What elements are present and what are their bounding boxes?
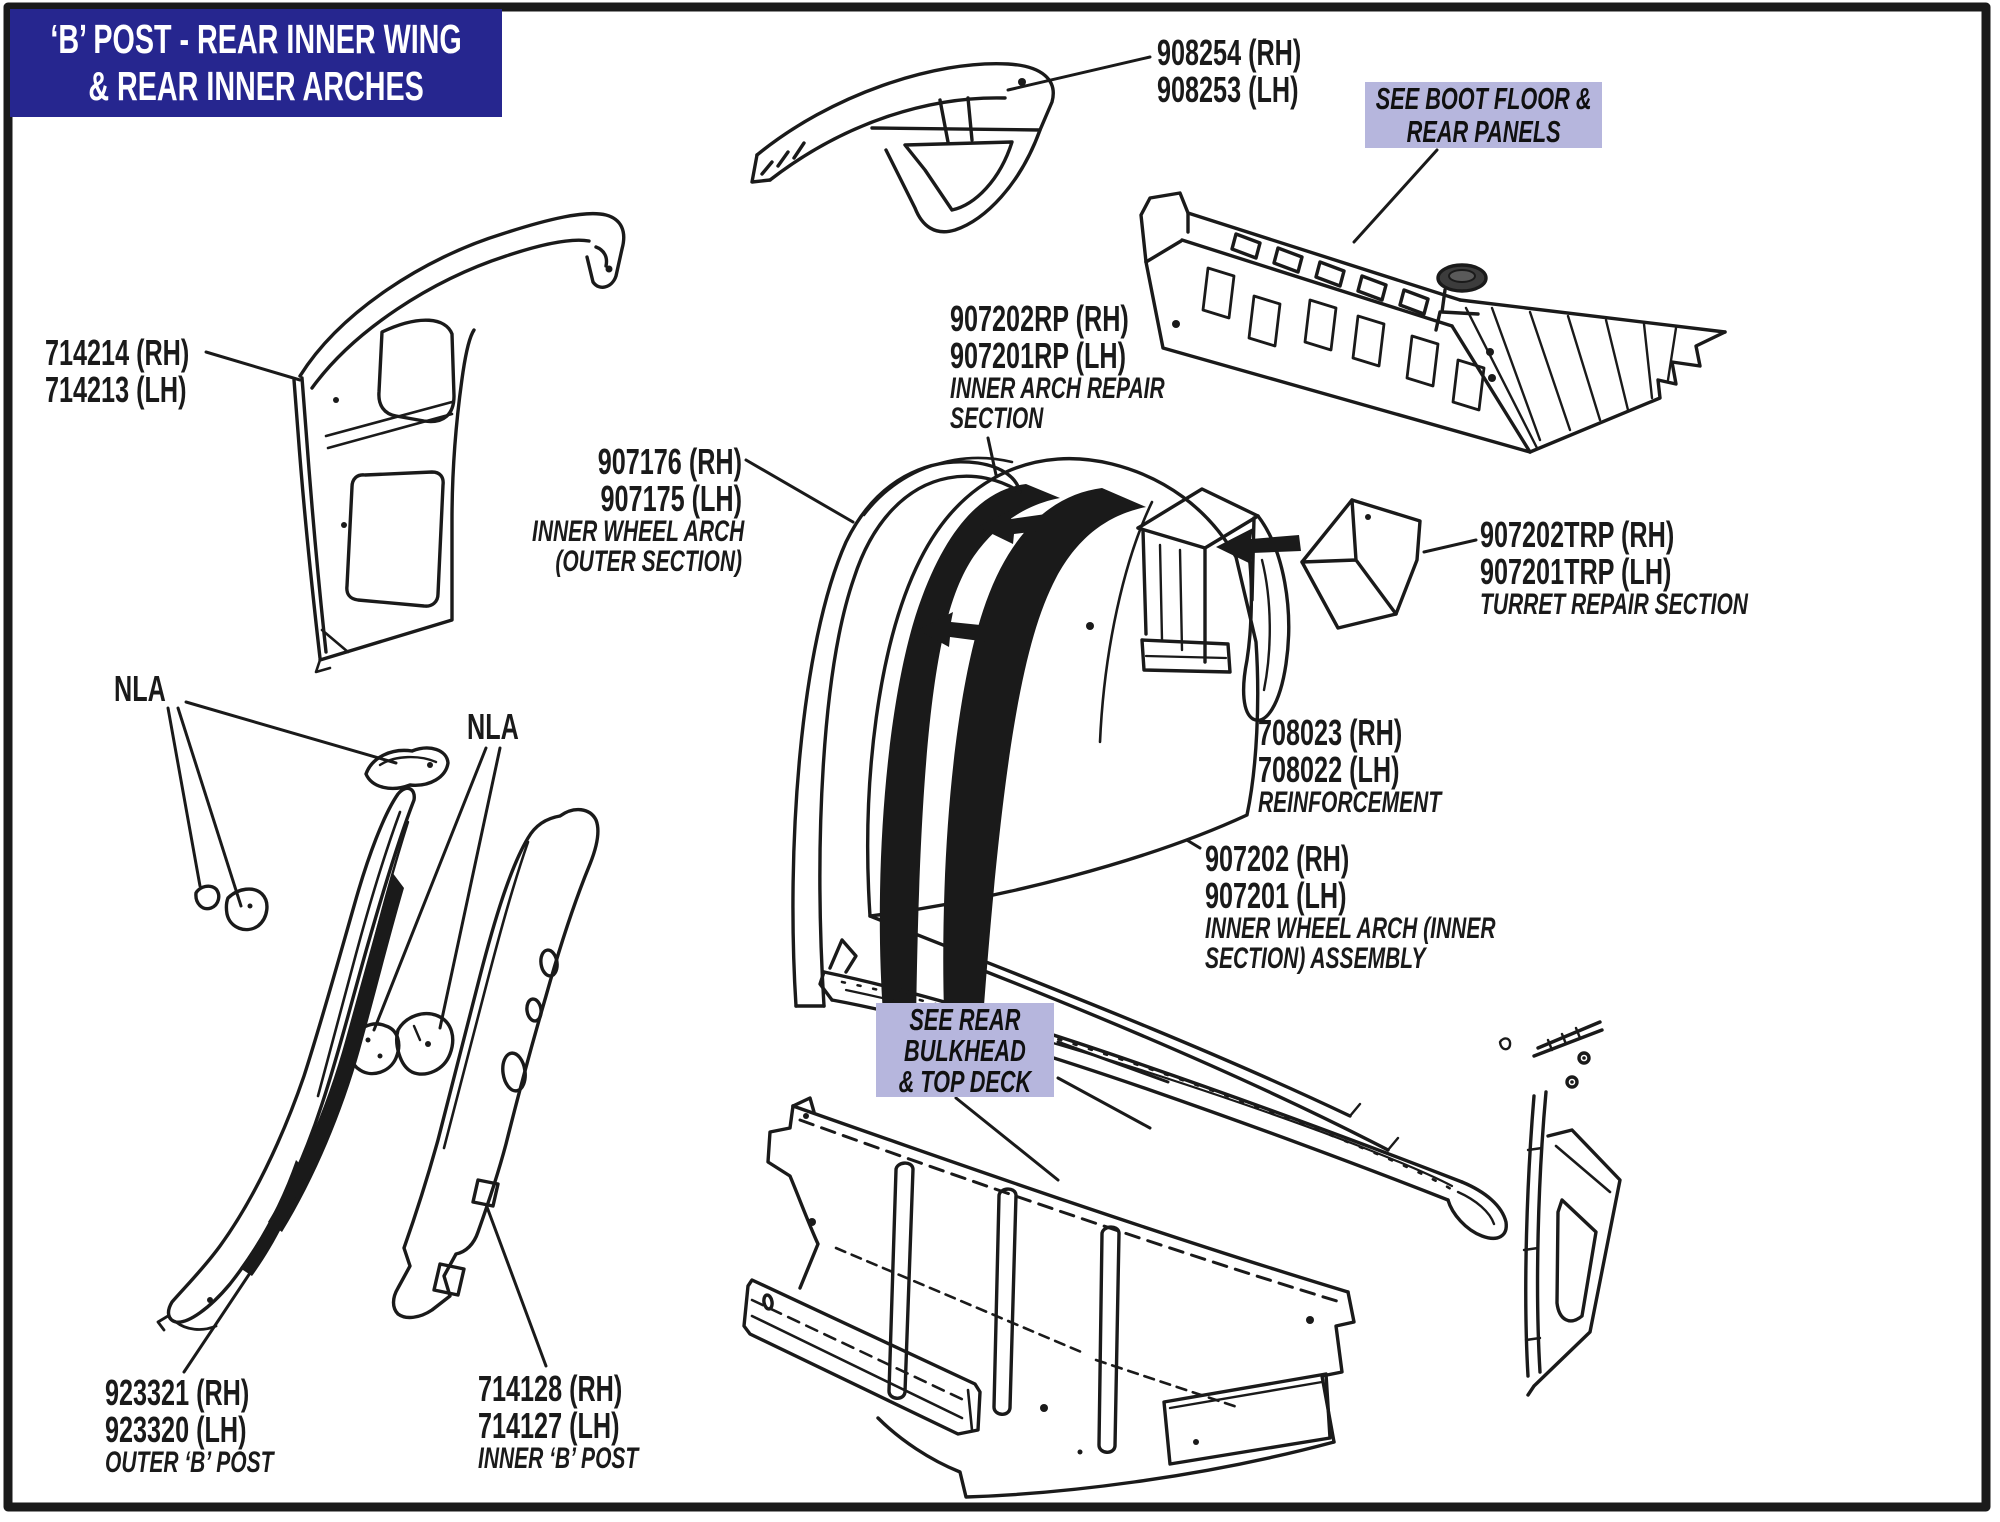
label-turret-repair: 907202TRP (RH) 907201TRP (LH) TURRET REP… [1480,516,1748,620]
label-rear-inner-wing: 714214 (RH) 714213 (LH) [45,334,189,408]
nla-text: NLA [467,706,519,747]
part-number-lh: 908253 (LH) [1157,69,1299,110]
drawing-inner-wheel-arch-assembly [791,456,1400,1152]
callout-see-boot-floor[interactable]: SEE BOOT FLOOR & REAR PANELS [1365,82,1602,148]
part-number-rh: 923321 (RH) [105,1372,250,1413]
callout-line: REAR PANELS [1406,114,1561,149]
part-description: INNER ‘B’ POST [478,1442,639,1475]
part-number-rh: 907202TRP (RH) [1480,514,1675,555]
assembly-direction-arrow-icons [918,509,1301,647]
drawing-nla-small-parts [194,746,455,1076]
part-number-lh: 714213 (LH) [45,369,187,410]
part-number-rh: 907202 (RH) [1205,838,1350,879]
title-line-2: & REAR INNER ARCHES [88,63,424,109]
label-inner-wheel-arch-inner: 907202 (RH) 907201 (LH) INNER WHEEL ARCH… [1205,840,1496,974]
callout-line: SEE BOOT FLOOR & [1375,81,1592,116]
label-top-bracket: 908254 (RH) 908253 (LH) [1157,34,1301,108]
callout-line: SEE REAR [909,1002,1021,1037]
part-description: (OUTER SECTION) [555,545,742,578]
drawing-boot-floor-assembly [1139,191,1727,454]
part-description: INNER WHEEL ARCH (INNER [1205,912,1496,945]
part-description: INNER WHEEL ARCH [532,515,745,548]
label-reinforcement: 708023 (RH) 708022 (LH) REINFORCEMENT [1258,714,1441,818]
part-description: OUTER ‘B’ POST [105,1446,274,1479]
label-inner-b-post: 714128 (RH) 714127 (LH) INNER ‘B’ POST [478,1370,638,1474]
part-number-lh: 714127 (LH) [478,1405,620,1446]
inner-arch-repair-stripe [879,484,1060,1028]
part-number-lh: 907175 (LH) [600,478,742,519]
drawing-inner-b-post [391,808,600,1320]
diagram-title-box: ‘B’ POST - REAR INNER WING & REAR INNER … [10,9,502,117]
drawing-outer-b-post [156,786,416,1332]
part-description: SECTION) ASSEMBLY [1205,942,1426,975]
label-inner-arch-repair: 907202RP (RH) 907201RP (LH) INNER ARCH R… [950,300,1165,434]
drawing-rear-inner-wing [292,211,626,674]
part-number-lh: 923320 (LH) [105,1409,247,1450]
label-nla-right: NLA [467,708,519,745]
part-number-lh: 708022 (LH) [1258,749,1400,790]
page-border [3,2,1991,1512]
inner-arch-repair-stripe-2 [943,488,1146,1060]
callout-line: BULKHEAD [904,1033,1026,1068]
part-number-rh: 908254 (RH) [1157,32,1302,73]
part-description: REINFORCEMENT [1258,786,1442,819]
callout-line: & TOP DECK [898,1064,1032,1099]
part-number-lh: 907201 (LH) [1205,875,1347,916]
drawing-rear-bulkhead-panel [742,1096,1356,1499]
part-number-rh: 708023 (RH) [1258,712,1403,753]
nla-text: NLA [114,668,166,709]
part-description: SECTION [950,402,1044,435]
part-number-rh: 907202RP (RH) [950,298,1129,339]
part-number-rh: 907176 (RH) [597,441,742,482]
callout-see-rear-bulkhead[interactable]: SEE REAR BULKHEAD & TOP DECK [876,1003,1054,1097]
part-number-rh: 714214 (RH) [45,332,190,373]
part-description: TURRET REPAIR SECTION [1480,588,1748,621]
title-line-1: ‘B’ POST - REAR INNER WING [50,16,462,62]
part-number-rh: 714128 (RH) [478,1368,623,1409]
part-description: INNER ARCH REPAIR [950,372,1165,405]
drawing-turret-repair-section [1300,498,1422,630]
part-number-lh: 907201TRP (LH) [1480,551,1672,592]
label-nla-left: NLA [114,670,166,707]
drawing-right-partial-panel [1498,1020,1622,1397]
label-inner-wheel-arch-outer: 907176 (RH) 907175 (LH) INNER WHEEL ARCH… [532,441,745,578]
label-outer-b-post: 923321 (RH) 923320 (LH) OUTER ‘B’ POST [105,1374,273,1478]
drawing-top-bracket [750,61,1055,234]
part-number-lh: 907201RP (LH) [950,335,1127,376]
